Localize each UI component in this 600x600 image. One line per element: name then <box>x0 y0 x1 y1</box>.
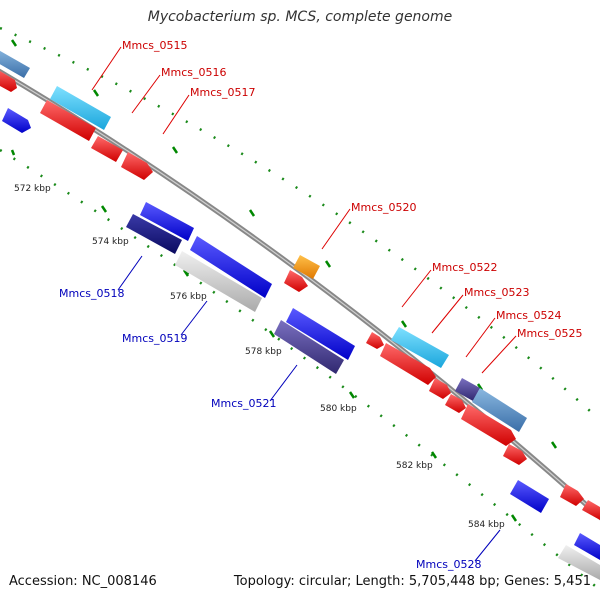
gene-labels-reverse: Mmcs_0518 Mmcs_0519 Mmcs_0521 Mmcs_0528 <box>59 287 481 571</box>
gene-labels-forward: Mmcs_0515 Mmcs_0516 Mmcs_0517 Mmcs_0520 … <box>122 39 582 340</box>
label-mmcs-0517: Mmcs_0517 <box>190 86 255 99</box>
label-mmcs-0525: Mmcs_0525 <box>517 327 582 340</box>
label-mmcs-0523: Mmcs_0523 <box>464 286 529 299</box>
gene-gray-right <box>558 545 600 580</box>
gene-red-top <box>0 71 17 92</box>
gene-red-0525 <box>461 404 516 446</box>
label-mmcs-0524: Mmcs_0524 <box>496 309 561 322</box>
gene-red-0525b <box>503 444 527 465</box>
label-mmcs-0519: Mmcs_0519 <box>122 332 187 345</box>
gene-purple-0524 <box>455 378 480 401</box>
tick-576: 576 kbp <box>170 292 207 302</box>
gene-blue-left <box>2 108 31 133</box>
reverse-features <box>2 108 600 580</box>
gene-mmcs-0519 <box>175 251 262 312</box>
label-mmcs-0521: Mmcs_0521 <box>211 397 276 410</box>
gene-red-0524 <box>445 394 466 413</box>
forward-features <box>0 50 600 520</box>
tick-574: 574 kbp <box>92 237 129 247</box>
gene-red-0520b <box>284 270 308 292</box>
major-ticks-inner <box>10 149 518 522</box>
gene-red-0522b <box>380 343 436 385</box>
label-mmcs-0518: Mmcs_0518 <box>59 287 124 300</box>
genome-summary-text: Topology: circular; Length: 5,705,448 bp… <box>233 574 591 589</box>
gene-blue-0528-top <box>510 480 549 513</box>
gene-mmcs-0515 <box>50 86 111 130</box>
gene-blue-0519-top <box>190 236 272 298</box>
label-mmcs-0520: Mmcs_0520 <box>351 201 416 214</box>
label-mmcs-0515: Mmcs_0515 <box>122 39 187 52</box>
tick-580: 580 kbp <box>320 404 357 414</box>
gene-mmcs-0516-a <box>40 100 96 141</box>
tick-584: 584 kbp <box>468 520 505 530</box>
label-mmcs-0522: Mmcs_0522 <box>432 261 497 274</box>
gene-mmcs-0528 <box>574 533 600 560</box>
leader-lines-reverse <box>117 255 501 562</box>
label-mmcs-0516: Mmcs_0516 <box>161 66 226 79</box>
leader-lines-forward <box>91 46 517 374</box>
label-mmcs-0528: Mmcs_0528 <box>416 558 481 571</box>
tick-578: 578 kbp <box>245 347 282 357</box>
tick-572: 572 kbp <box>14 184 51 194</box>
tick-582: 582 kbp <box>396 461 433 471</box>
gene-blue-0518-top <box>140 202 194 241</box>
map-title: Mycobacterium sp. MCS, complete genome <box>147 9 453 25</box>
gene-mmcs-0522 <box>391 327 449 368</box>
outer-dotted-ring <box>0 26 600 421</box>
gene-red-right-b <box>582 500 600 520</box>
gene-steel-0525 <box>472 388 527 432</box>
gene-mmcs-0518 <box>126 214 182 254</box>
tick-labels: 572 kbp 574 kbp 576 kbp 578 kbp 580 kbp … <box>14 184 505 530</box>
gene-red-right-a <box>560 484 584 506</box>
gene-red-0522a <box>366 332 384 349</box>
accession-text: Accession: NC_008146 <box>9 574 157 589</box>
inner-dotted-ring <box>0 148 600 591</box>
gene-mmcs-0516-b <box>91 136 123 162</box>
gene-blue-0521-top <box>286 308 355 360</box>
gene-mmcs-0517 <box>121 152 153 180</box>
gene-mmcs-0520 <box>293 255 320 279</box>
gene-red-0523 <box>429 378 451 399</box>
gene-steelblue-top <box>0 50 30 78</box>
gene-mmcs-0521 <box>274 320 344 374</box>
major-ticks <box>10 39 558 449</box>
